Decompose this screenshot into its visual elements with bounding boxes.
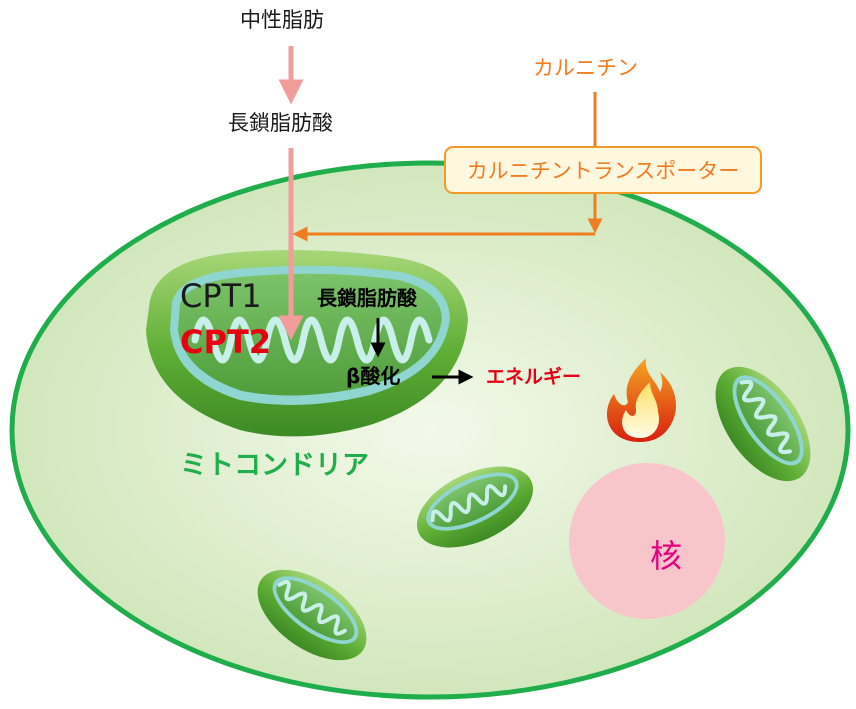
cpt1-label: CPT1 xyxy=(180,277,262,315)
energy-label: エネルギー xyxy=(486,366,582,388)
triglyceride-label: 中性脂肪 xyxy=(240,8,324,32)
cpt2-label: CPT2 xyxy=(180,323,272,361)
carnitine-label: カルニチン xyxy=(533,56,638,80)
lcfa-outside-label: 長鎖脂肪酸 xyxy=(228,111,333,135)
nucleus xyxy=(569,463,725,619)
cell-membrane xyxy=(9,160,851,700)
carnitine-transporter-label: カルニチントランスポーター xyxy=(466,159,740,183)
carnitine-transporter-box: カルニチントランスポーター xyxy=(444,146,762,194)
lcfa-inside-label: 長鎖脂肪酸 xyxy=(317,286,417,310)
fire-icon xyxy=(606,358,676,442)
beta-oxidation-label: β酸化 xyxy=(346,364,401,388)
nucleus-label: 核 xyxy=(650,537,683,575)
mitochondria-label: ミトコンドリア xyxy=(180,450,369,481)
mitochondrion-icon-large xyxy=(146,250,468,437)
